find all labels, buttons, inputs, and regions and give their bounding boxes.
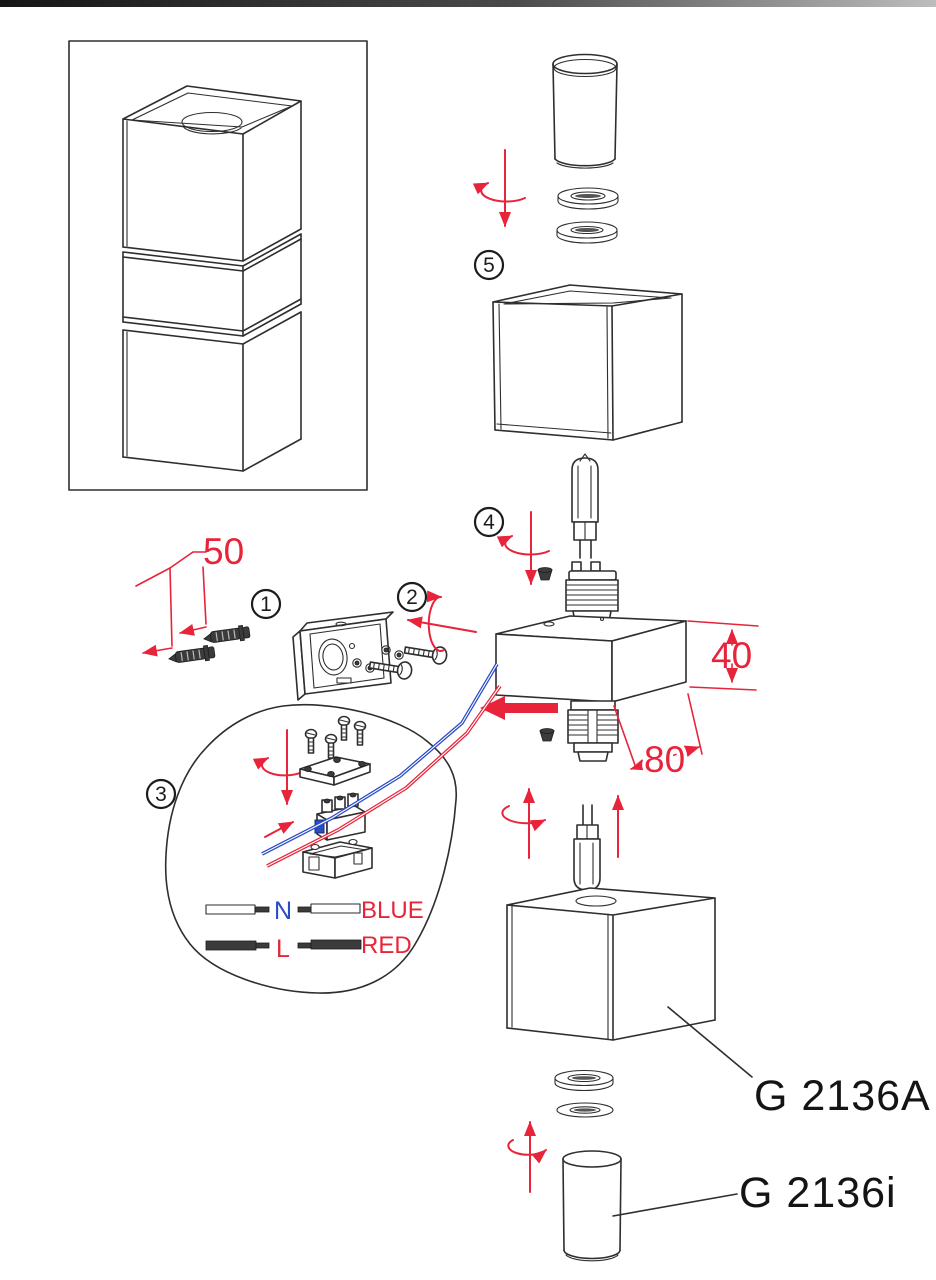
lower-unit-group: G 2136A G 2136i bbox=[501, 788, 931, 1262]
halogen-bulb-icon bbox=[573, 804, 601, 899]
product-label-g2136a: G 2136A bbox=[754, 1072, 931, 1120]
mounting-body bbox=[495, 615, 687, 703]
rotation-arrow-icon bbox=[407, 590, 477, 652]
step-marker-4: 4 bbox=[473, 506, 505, 538]
step-marker-1: 1 bbox=[250, 588, 282, 620]
terminal-screws bbox=[304, 715, 367, 759]
overview-frame bbox=[68, 40, 368, 491]
assembled-lamp-drawing bbox=[122, 85, 302, 472]
wiring-balloon-outline bbox=[164, 703, 458, 994]
step-2-number: 2 bbox=[406, 586, 418, 609]
wire-insert-arrow bbox=[264, 821, 294, 838]
dimension-80-label: 80 bbox=[644, 739, 685, 780]
rotation-arrow-icon bbox=[501, 788, 546, 859]
live-label: L bbox=[276, 935, 290, 963]
neutral-wire-row: N BLUE bbox=[205, 897, 424, 925]
leader-line-g2136i bbox=[612, 1193, 738, 1217]
terminal-cover-plate bbox=[299, 756, 371, 786]
step-4-group: 4 bbox=[473, 453, 619, 623]
step-1-number: 1 bbox=[260, 593, 272, 616]
step-1-2-group: 50 1 bbox=[135, 531, 477, 701]
lamp-socket-top bbox=[565, 561, 619, 623]
dimension-40-label: 40 bbox=[711, 635, 752, 676]
step-4-number: 4 bbox=[483, 511, 495, 534]
glass-cube-closed bbox=[506, 887, 716, 1041]
mounting-body-group: 40 80 bbox=[480, 615, 759, 784]
step-marker-2: 2 bbox=[396, 581, 428, 613]
dimension-body-depth: 80 bbox=[613, 693, 703, 784]
mounting-bracket bbox=[292, 611, 404, 701]
set-screw bbox=[537, 567, 553, 581]
diffuser-cylinder-bottom bbox=[562, 1150, 622, 1262]
live-color-label: RED bbox=[361, 932, 412, 959]
halogen-bulb-icon bbox=[571, 453, 599, 559]
gasket-washer bbox=[554, 1069, 614, 1092]
neutral-color-label: BLUE bbox=[361, 897, 424, 924]
gasket-washer bbox=[556, 221, 618, 244]
rotation-arrow-icon bbox=[496, 511, 550, 585]
wire-legend: N BLUE L RED bbox=[205, 897, 424, 963]
wall-anchor bbox=[168, 644, 216, 663]
rotation-arrow-icon bbox=[472, 149, 526, 227]
set-screw bbox=[539, 728, 555, 742]
lamp-socket-bottom bbox=[567, 700, 619, 762]
gasket-washer bbox=[557, 187, 619, 210]
insert-direction-arrow bbox=[480, 696, 558, 720]
wall-anchor bbox=[203, 624, 251, 643]
step-5-number: 5 bbox=[483, 254, 495, 277]
dimension-body-height: 40 bbox=[687, 620, 759, 691]
product-label-g2136i: G 2136i bbox=[739, 1169, 897, 1217]
diffuser-cylinder-top bbox=[552, 53, 618, 169]
step-5-group: 5 bbox=[472, 53, 683, 441]
rotation-arrow-icon bbox=[507, 1121, 547, 1193]
page-edge-artifact bbox=[0, 0, 936, 7]
leader-line-g2136a bbox=[667, 1006, 753, 1078]
gasket-washer bbox=[556, 1102, 614, 1118]
step-marker-5: 5 bbox=[473, 249, 505, 281]
mounting-screw bbox=[368, 661, 413, 680]
glass-cube-shade bbox=[492, 284, 683, 441]
supply-wires bbox=[261, 663, 502, 868]
overview-panel bbox=[68, 40, 368, 491]
neutral-label: N bbox=[274, 897, 292, 925]
step-marker-3: 3 bbox=[145, 778, 177, 810]
dimension-50-label: 50 bbox=[203, 531, 244, 572]
mounting-screw bbox=[403, 646, 448, 665]
terminal-base-plate bbox=[302, 838, 373, 879]
dimension-hole-spacing: 50 bbox=[135, 531, 244, 657]
step-3-number: 3 bbox=[155, 783, 167, 806]
rotation-arrow-icon bbox=[252, 729, 303, 805]
step-3-group: 3 bbox=[145, 663, 502, 994]
live-wire-row: L RED bbox=[205, 932, 412, 963]
